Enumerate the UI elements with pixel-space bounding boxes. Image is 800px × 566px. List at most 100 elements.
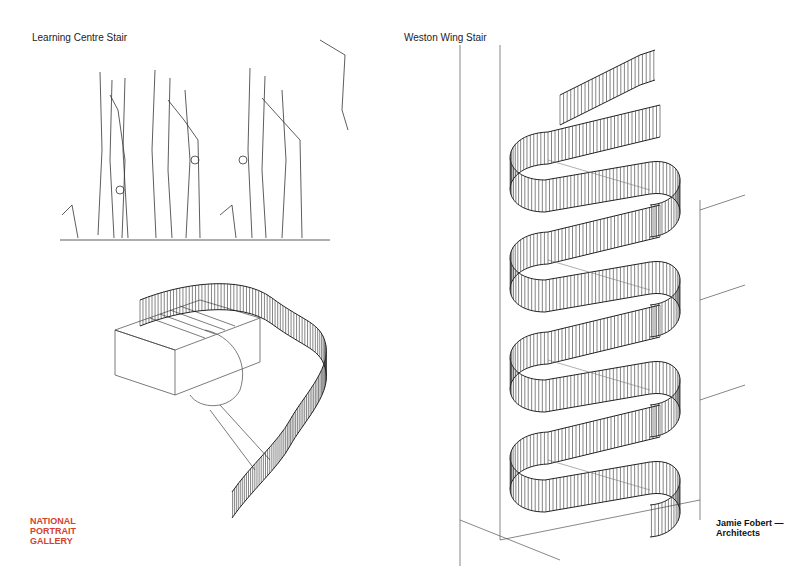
baluster bbox=[635, 111, 636, 143]
baluster bbox=[526, 436, 527, 468]
baluster bbox=[570, 90, 571, 120]
baluster bbox=[265, 452, 266, 478]
baluster bbox=[586, 423, 587, 455]
baluster bbox=[513, 368, 514, 400]
baluster bbox=[618, 115, 619, 147]
baluster bbox=[306, 395, 307, 421]
baluster bbox=[238, 483, 239, 509]
baluster bbox=[611, 117, 612, 149]
baluster bbox=[592, 172, 593, 204]
baluster bbox=[639, 310, 640, 342]
baluster bbox=[676, 192, 677, 224]
baluster bbox=[661, 502, 662, 534]
baluster bbox=[315, 382, 316, 408]
baluster bbox=[545, 480, 546, 512]
baluster bbox=[620, 367, 621, 399]
baluster bbox=[565, 228, 566, 260]
baluster bbox=[666, 463, 667, 495]
learning-centre-wireframe bbox=[115, 300, 270, 470]
baluster bbox=[567, 476, 568, 508]
baluster bbox=[574, 375, 575, 407]
baluster bbox=[296, 314, 297, 340]
baluster bbox=[565, 328, 566, 360]
baluster bbox=[269, 447, 270, 473]
baluster bbox=[577, 274, 578, 306]
baluster bbox=[302, 400, 303, 426]
baluster bbox=[634, 265, 635, 297]
baluster bbox=[668, 499, 669, 531]
baluster bbox=[613, 168, 614, 200]
baluster bbox=[232, 491, 233, 517]
baluster bbox=[299, 316, 300, 342]
baluster bbox=[652, 462, 653, 494]
baluster bbox=[625, 213, 626, 245]
baluster bbox=[638, 464, 639, 496]
baluster bbox=[579, 224, 580, 256]
baluster bbox=[653, 307, 654, 339]
baluster bbox=[182, 287, 183, 313]
baluster bbox=[248, 471, 249, 497]
baluster bbox=[583, 324, 584, 356]
baluster bbox=[556, 278, 557, 310]
baluster bbox=[642, 209, 643, 241]
baluster bbox=[517, 142, 518, 174]
baluster bbox=[287, 424, 288, 450]
baluster bbox=[584, 273, 585, 305]
baluster bbox=[531, 279, 532, 311]
baluster bbox=[538, 380, 539, 412]
baluster bbox=[533, 434, 534, 466]
baluster bbox=[252, 288, 253, 314]
baluster bbox=[595, 371, 596, 403]
baluster bbox=[616, 368, 617, 400]
baluster bbox=[656, 306, 657, 338]
baluster bbox=[597, 120, 598, 152]
baluster bbox=[613, 68, 614, 98]
baluster bbox=[243, 286, 244, 312]
baluster bbox=[597, 320, 598, 352]
baluster bbox=[620, 167, 621, 199]
baluster bbox=[192, 286, 193, 312]
baluster bbox=[597, 220, 598, 252]
baluster bbox=[551, 431, 552, 463]
baluster bbox=[518, 173, 519, 205]
baluster bbox=[322, 367, 323, 393]
baluster bbox=[599, 271, 600, 303]
balustrade-base bbox=[140, 310, 326, 518]
baluster bbox=[581, 474, 582, 506]
baluster bbox=[569, 227, 570, 259]
baluster bbox=[627, 166, 628, 198]
baluster bbox=[660, 305, 661, 337]
baluster bbox=[614, 416, 615, 448]
baluster bbox=[535, 279, 536, 311]
baluster bbox=[588, 473, 589, 505]
baluster bbox=[631, 365, 632, 397]
baluster bbox=[291, 311, 292, 337]
baluster bbox=[652, 262, 653, 294]
baluster bbox=[526, 336, 527, 368]
baluster bbox=[651, 505, 652, 537]
baluster bbox=[161, 293, 162, 319]
baluster bbox=[642, 409, 643, 441]
baluster bbox=[526, 236, 527, 268]
baluster bbox=[538, 280, 539, 312]
baluster bbox=[590, 122, 591, 154]
baluster bbox=[551, 331, 552, 363]
baluster bbox=[233, 284, 234, 310]
baluster bbox=[570, 276, 571, 308]
baluster bbox=[179, 288, 180, 314]
baluster bbox=[211, 284, 212, 310]
baluster bbox=[600, 319, 601, 351]
baluster bbox=[524, 276, 525, 308]
baluster bbox=[310, 390, 311, 416]
baluster bbox=[588, 173, 589, 205]
baluster bbox=[665, 501, 666, 533]
baluster bbox=[538, 180, 539, 212]
baluster bbox=[542, 480, 543, 512]
baluster bbox=[311, 387, 312, 413]
architect-credit: Jamie Fobert —Architects bbox=[716, 518, 788, 538]
baluster bbox=[283, 430, 284, 456]
sketches bbox=[60, 40, 348, 240]
baluster bbox=[576, 425, 577, 457]
baluster bbox=[673, 166, 674, 198]
baluster bbox=[602, 270, 603, 302]
